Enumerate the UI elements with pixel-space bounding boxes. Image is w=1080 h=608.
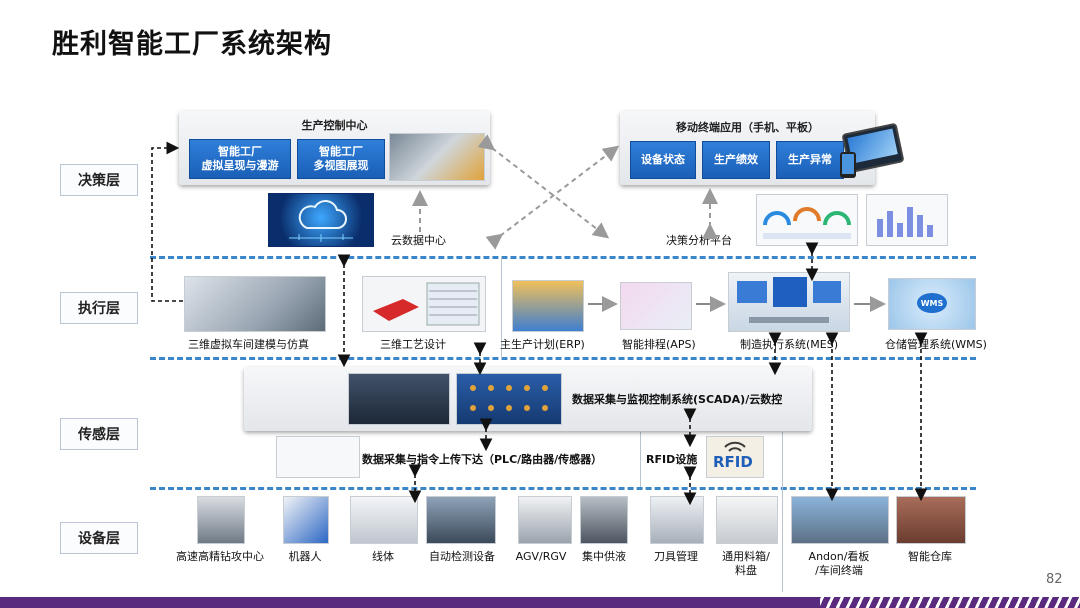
equipment-label: 线体 [355, 550, 411, 564]
equipment-label: 自动检测设备 [420, 550, 504, 564]
equipment-label-line: 线体 [372, 550, 394, 563]
mobile-app-panel: 移动终端应用（手机、平板） 设备状态 生产绩效 生产异常 [620, 111, 875, 185]
bar-chart-icon [877, 207, 933, 237]
agv-image [518, 496, 572, 544]
cad-icon [373, 282, 480, 326]
phone-icon [840, 152, 856, 178]
device-status-button[interactable]: 设备状态 [630, 141, 696, 179]
scada-label: 数据采集与监视控制系统(SCADA)/云数控 [572, 393, 783, 406]
page-title: 胜利智能工厂系统架构 [52, 29, 332, 60]
smart-warehouse-image [896, 496, 966, 544]
production-performance-button[interactable]: 生产绩效 [702, 141, 770, 179]
equipment-label-line: 刀具管理 [654, 550, 698, 563]
control-room-photo [389, 133, 485, 181]
layer-label-execution: 执行层 [60, 292, 138, 324]
divider-line [640, 432, 641, 487]
equipment-label: 高速高精钻攻中心 [164, 550, 276, 564]
scada-panel: 数据采集与监视控制系统(SCADA)/云数控 [244, 367, 812, 431]
btn-line: 多视图展现 [313, 159, 369, 172]
erp-label: 主生产计划(ERP) [500, 338, 585, 351]
cloud-icon [289, 200, 353, 242]
line-body-image [350, 496, 418, 544]
btn-line: 虚拟呈现与漫游 [201, 159, 279, 172]
divider-line [782, 432, 783, 592]
mes-label: 制造执行系统(MES) [740, 338, 839, 351]
plc-device-image [276, 436, 360, 478]
plc-label: 数据采集与指令上传下达（PLC/路由器/传感器） [362, 453, 603, 466]
equipment-label-line: 智能仓库 [908, 550, 952, 563]
fluid-supply-image [580, 496, 628, 544]
wifi-icon [724, 441, 746, 452]
gauge-dashboard-image [756, 194, 858, 246]
rfid-label: RFID设施 [646, 453, 698, 466]
rfid-logo: RFID [713, 453, 753, 471]
aps-image [620, 282, 692, 330]
separator-execution-sensing [150, 357, 976, 360]
equipment-label: 智能仓库 [896, 550, 964, 564]
inspection-device-image [426, 496, 496, 544]
cross-arrow [485, 145, 620, 250]
gauge-icon [763, 207, 851, 239]
control-center-panel: 生产控制中心 智能工厂 虚拟呈现与漫游 智能工厂 多视图展现 [179, 111, 490, 185]
divider-line [501, 256, 502, 359]
cross-arrow [477, 134, 610, 239]
material-box-image [716, 496, 778, 544]
equipment-label: AGV/RGV [508, 550, 574, 564]
wms-image: WMS [888, 278, 976, 330]
equipment-label: 机器人 [275, 550, 335, 564]
loop-arrow [151, 141, 183, 302]
virtual-roaming-button[interactable]: 智能工厂 虚拟呈现与漫游 [189, 139, 291, 179]
equipment-label-line: 通用料箱/ [722, 550, 770, 563]
multi-view-button[interactable]: 智能工厂 多视图展现 [297, 139, 385, 179]
virtual-workshop-label: 三维虚拟车间建模与仿真 [188, 338, 309, 351]
equipment-label: 通用料箱/料盘 [708, 550, 784, 578]
mobile-app-title: 移动终端应用（手机、平板） [676, 121, 819, 134]
separator-decision-execution [150, 256, 976, 259]
machine-grid-icon [470, 385, 548, 411]
equipment-label-line: 机器人 [288, 550, 322, 563]
process-design-image [362, 276, 486, 332]
robot-image [283, 496, 329, 544]
bar-chart-image [866, 194, 948, 246]
equipment-label-line: 高速高精钻攻中心 [176, 550, 264, 563]
equipment-label: Andon/看板/车间终端 [796, 550, 882, 578]
process-design-label: 三维工艺设计 [380, 338, 446, 351]
layer-label-decision: 决策层 [60, 164, 138, 196]
control-center-title: 生产控制中心 [301, 119, 368, 132]
btn-line: 智能工厂 [319, 145, 363, 158]
equipment-label-line: /车间终端 [815, 564, 863, 577]
equipment-label-line: 自动检测设备 [429, 550, 495, 563]
mes-image [728, 272, 850, 332]
andon-image [791, 496, 889, 544]
equipment-label-line: 集中供液 [582, 550, 626, 563]
separator-sensing-equipment [150, 487, 976, 490]
aps-label: 智能排程(APS) [622, 338, 696, 351]
wms-label: 仓储管理系统(WMS) [885, 338, 987, 351]
drilling-center-image [197, 496, 245, 544]
rfid-image: RFID [706, 436, 764, 478]
cloud-data-center-label: 云数据中心 [391, 234, 446, 247]
equipment-label-line: AGV/RGV [515, 550, 567, 563]
equipment-label-line: Andon/看板 [808, 550, 870, 563]
footer-bar [0, 597, 820, 608]
layer-label-sensing: 传感层 [60, 418, 138, 450]
equipment-label: 集中供液 [574, 550, 634, 564]
page-number: 82 [1046, 572, 1063, 587]
layer-label-equipment: 设备层 [60, 522, 138, 554]
equipment-label: 刀具管理 [646, 550, 706, 564]
equipment-label-line: 料盘 [735, 564, 757, 577]
cloud-nc-screen-image [456, 373, 562, 425]
wms-logo: WMS [917, 293, 947, 313]
erp-image [512, 280, 584, 332]
monitor-icon [737, 277, 841, 323]
scada-screen-image [348, 373, 450, 425]
btn-line: 智能工厂 [218, 145, 262, 158]
cloud-data-image [268, 193, 374, 247]
production-exception-button[interactable]: 生产异常 [776, 141, 844, 179]
virtual-workshop-image [184, 276, 326, 332]
